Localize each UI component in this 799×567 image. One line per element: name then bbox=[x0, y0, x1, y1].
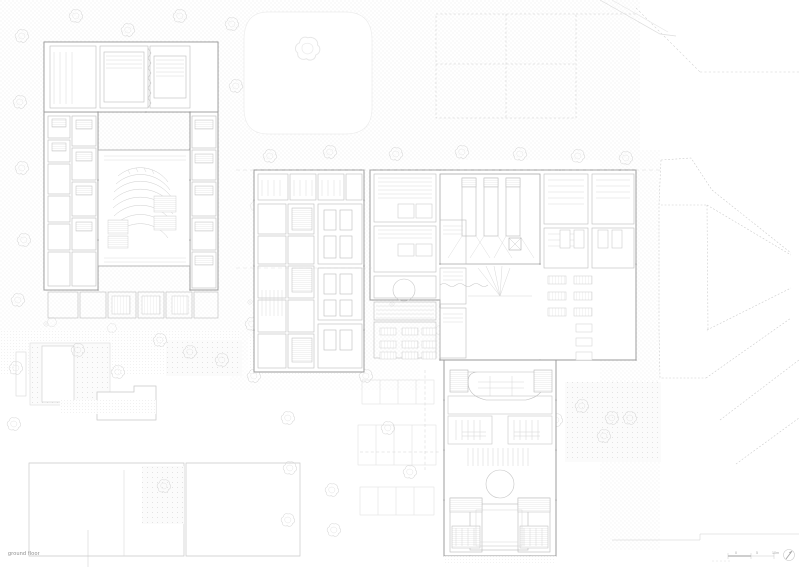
lawn-south-east bbox=[166, 340, 242, 376]
context-building-west bbox=[15, 342, 111, 406]
site-boundary-dashed bbox=[435, 7, 799, 119]
east-wing bbox=[369, 169, 637, 361]
column-grid-nw bbox=[97, 111, 191, 291]
auditorium-seating bbox=[467, 448, 529, 466]
north-west-wing bbox=[43, 41, 219, 319]
north-water-basin bbox=[243, 11, 373, 135]
stair-fan bbox=[468, 265, 532, 297]
atrium-void-circle bbox=[392, 278, 416, 302]
site-line-south bbox=[28, 463, 125, 556]
desk-cluster-lecture bbox=[379, 327, 437, 360]
desk-cluster-east bbox=[547, 275, 593, 317]
annotation-layer bbox=[87, 169, 799, 567]
south-void-circle bbox=[485, 469, 515, 499]
south-wing bbox=[443, 359, 557, 564]
folding-partition bbox=[147, 47, 152, 109]
lawn-east bbox=[565, 382, 661, 462]
rooflight-group bbox=[461, 177, 521, 237]
title-rule-right bbox=[612, 533, 799, 541]
central-wing bbox=[253, 169, 365, 373]
water-edge bbox=[439, 283, 489, 287]
north-arrow bbox=[783, 549, 795, 561]
column-grid-central bbox=[253, 199, 365, 331]
future-volume-east bbox=[658, 157, 799, 465]
context-garden-south bbox=[142, 466, 184, 524]
parking-grid bbox=[357, 379, 437, 516]
stair-flights bbox=[455, 420, 540, 440]
site-axis-dashed bbox=[360, 370, 440, 470]
site-edge-north-east bbox=[599, 0, 677, 37]
